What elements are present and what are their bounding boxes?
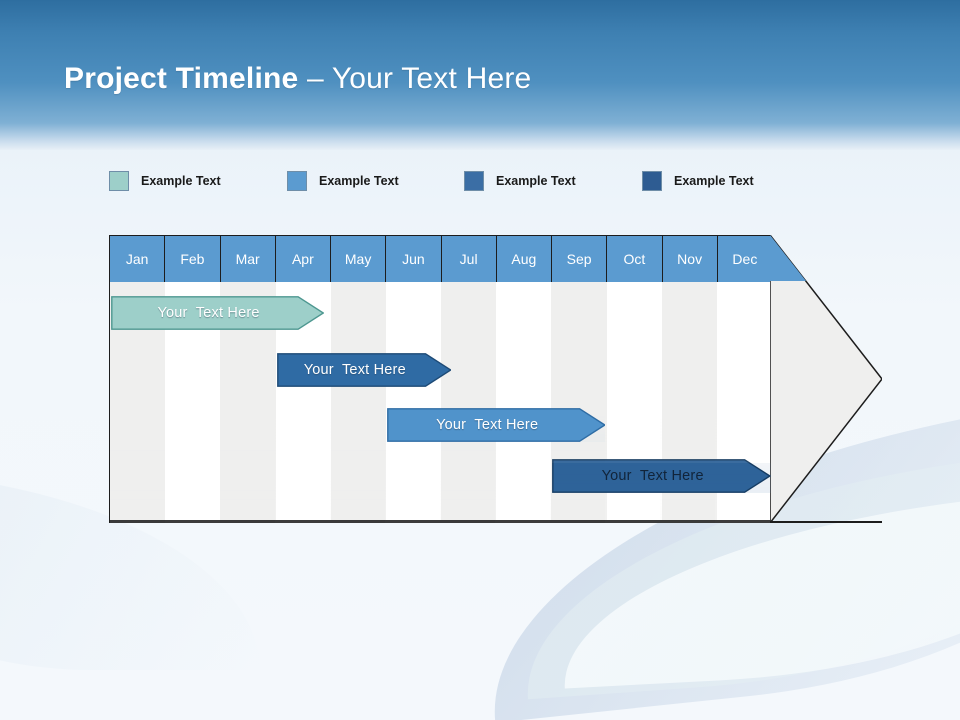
legend-label: Example Text: [319, 174, 399, 188]
timeline-bar-arrow-icon: [111, 296, 325, 330]
grid-column-jul: [441, 282, 497, 520]
timeline-bar-label: Your Text Here: [601, 468, 704, 484]
month-cell-apr[interactable]: Apr: [275, 236, 331, 282]
grid-column-aug: [496, 282, 552, 520]
timeline-bar-3[interactable]: Your Text Here: [386, 408, 606, 442]
legend-label: Example Text: [141, 174, 221, 188]
timeline-bar-label: Your Text Here: [303, 362, 406, 378]
legend-item-2[interactable]: Example Text: [464, 168, 576, 194]
page-title-light: – Your Text Here: [298, 62, 532, 95]
month-cell-may[interactable]: May: [331, 236, 387, 282]
month-cell-feb[interactable]: Feb: [165, 236, 221, 282]
timeline-bar-arrow-icon: [386, 408, 606, 442]
timeline-bar-1[interactable]: Your Text Here: [111, 296, 325, 330]
timeline-bar-arrow-icon: [552, 459, 771, 493]
timeline-bar-label: Your Text Here: [436, 417, 539, 433]
timeline-arrow-head-icon: [770, 235, 882, 523]
grid-column-may: [330, 282, 386, 520]
grid-column-jun: [385, 282, 442, 520]
month-cell-jun[interactable]: Jun: [386, 236, 442, 282]
legend-swatch-icon: [109, 171, 129, 191]
legend-item-3[interactable]: Example Text: [642, 168, 754, 194]
legend-swatch-icon: [287, 171, 307, 191]
legend-swatch-icon: [464, 171, 484, 191]
legend-item-1[interactable]: Example Text: [287, 168, 399, 194]
legend: Example Text Example Text Example Text Exam…: [109, 168, 869, 196]
legend-swatch-icon: [642, 171, 662, 191]
legend-label: Example Text: [496, 174, 576, 188]
page-title: Project Timeline – Your Text Here: [64, 57, 531, 101]
month-cell-oct[interactable]: Oct: [607, 236, 663, 282]
header-band: [0, 0, 960, 150]
timeline-bar-arrow-icon: [276, 353, 452, 387]
page-title-strong: Project Timeline: [64, 62, 299, 95]
timeline-arrow-head: [770, 235, 882, 523]
month-cell-mar[interactable]: Mar: [220, 236, 276, 282]
month-cell-jul[interactable]: Jul: [441, 236, 497, 282]
month-cell-dec[interactable]: Dec: [717, 236, 772, 282]
month-cell-sep[interactable]: Sep: [552, 236, 608, 282]
timeline-bar-label: Your Text Here: [157, 305, 260, 321]
timeline-bar-4[interactable]: Your Text Here: [552, 459, 771, 493]
legend-label: Example Text: [674, 174, 754, 188]
timeline-grid-body: [110, 282, 773, 520]
month-cell-jan[interactable]: Jan: [110, 236, 166, 282]
timeline-bar-2[interactable]: Your Text Here: [276, 353, 452, 387]
month-cell-nov[interactable]: Nov: [662, 236, 718, 282]
month-cell-aug[interactable]: Aug: [496, 236, 552, 282]
legend-item-0[interactable]: Example Text: [109, 168, 221, 194]
chart-baseline: [109, 521, 882, 523]
